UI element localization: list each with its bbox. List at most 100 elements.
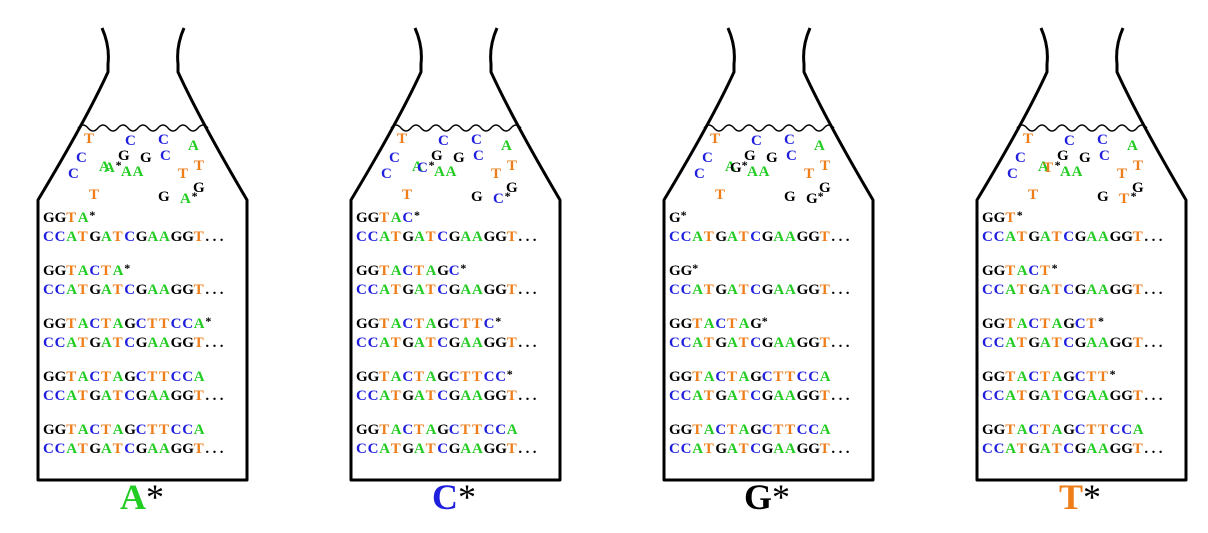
ellipsis-dot: . — [1159, 282, 1163, 298]
base-g: G — [43, 210, 55, 226]
base-t: T — [101, 369, 111, 385]
base-g: G — [449, 282, 461, 298]
base-g: G — [1121, 388, 1133, 404]
base-a: A — [113, 316, 124, 332]
base-g: G — [55, 369, 67, 385]
ellipsis-dot: . — [533, 335, 537, 351]
base-t: T — [1052, 388, 1062, 404]
base-g: G — [136, 282, 148, 298]
base-g: G — [994, 210, 1006, 226]
ellipsis-dot: . — [533, 282, 537, 298]
base-c: C — [368, 229, 379, 245]
base-g: G — [797, 282, 809, 298]
base-c: C — [55, 335, 66, 351]
base-g: G — [368, 263, 380, 279]
base-c: C — [402, 316, 413, 332]
base-g: G — [1063, 422, 1075, 438]
base-c: C — [381, 166, 392, 182]
base-a: A — [1040, 282, 1051, 298]
base-g: G — [806, 191, 818, 207]
terminator-star: * — [116, 158, 122, 172]
base-t: T — [402, 187, 412, 203]
flask-label-g: G* — [744, 474, 790, 520]
base-a: A — [147, 388, 158, 404]
free-nucleotide: G — [1057, 148, 1069, 164]
label-star: * — [458, 477, 476, 517]
base-c: C — [89, 369, 100, 385]
base-a: A — [727, 335, 738, 351]
base-a: A — [101, 282, 112, 298]
free-nucleotide: C — [471, 132, 482, 148]
base-c: C — [471, 132, 482, 148]
base-g: G — [495, 441, 507, 457]
ellipsis-dot: . — [1152, 282, 1156, 298]
base-c: C — [784, 132, 795, 148]
base-c: C — [449, 422, 460, 438]
base-g: G — [453, 150, 465, 166]
flask-outline — [36, 27, 249, 482]
free-nucleotide: T* — [1043, 158, 1061, 176]
base-a: A — [460, 229, 471, 245]
base-t: T — [460, 316, 470, 332]
base-c: C — [750, 229, 761, 245]
free-nucleotide: C — [160, 148, 171, 164]
base-t: T — [89, 187, 99, 203]
base-g: G — [484, 441, 496, 457]
base-a: A — [1017, 263, 1028, 279]
base-t: T — [78, 282, 88, 298]
base-a: A — [1017, 316, 1028, 332]
free-nucleotide: G — [744, 148, 756, 164]
base-c: C — [994, 441, 1005, 457]
base-c: C — [389, 150, 400, 166]
base-a: A — [379, 282, 390, 298]
base-t: T — [194, 335, 204, 351]
base-t: T — [507, 441, 517, 457]
base-a: A — [66, 282, 77, 298]
base-g: G — [744, 148, 756, 164]
base-t: T — [84, 131, 94, 147]
base-g: G — [89, 441, 101, 457]
base-t: T — [1133, 282, 1143, 298]
base-t: T — [113, 388, 123, 404]
base-g: G — [808, 335, 820, 351]
base-g: G — [356, 210, 368, 226]
base-t: T — [1023, 131, 1033, 147]
base-g: G — [1075, 388, 1087, 404]
base-a: A — [1098, 388, 1109, 404]
ellipsis-dot: . — [1144, 388, 1148, 404]
base-t: T — [391, 282, 401, 298]
base-t: T — [507, 388, 517, 404]
base-t: T — [739, 282, 749, 298]
ellipsis-dot: . — [220, 282, 224, 298]
base-a: A — [1017, 422, 1028, 438]
base-t: T — [147, 422, 157, 438]
base-c: C — [368, 388, 379, 404]
base-a: A — [1052, 316, 1063, 332]
base-t: T — [507, 335, 517, 351]
base-g: G — [715, 335, 727, 351]
base-a: A — [1005, 229, 1016, 245]
base-g: G — [43, 369, 55, 385]
flask-outline — [349, 27, 562, 482]
base-t: T — [78, 229, 88, 245]
base-a: A — [194, 316, 205, 332]
free-nucleotide: G — [1132, 180, 1144, 196]
base-g: G — [819, 180, 831, 196]
ellipsis-dot: . — [1159, 229, 1163, 245]
ellipsis-dot: . — [1144, 441, 1148, 457]
base-g: G — [89, 335, 101, 351]
ellipsis-dot: . — [839, 441, 843, 457]
base-t: T — [1086, 369, 1096, 385]
base-a: A — [379, 335, 390, 351]
base-g: G — [715, 441, 727, 457]
base-t: T — [715, 187, 725, 203]
